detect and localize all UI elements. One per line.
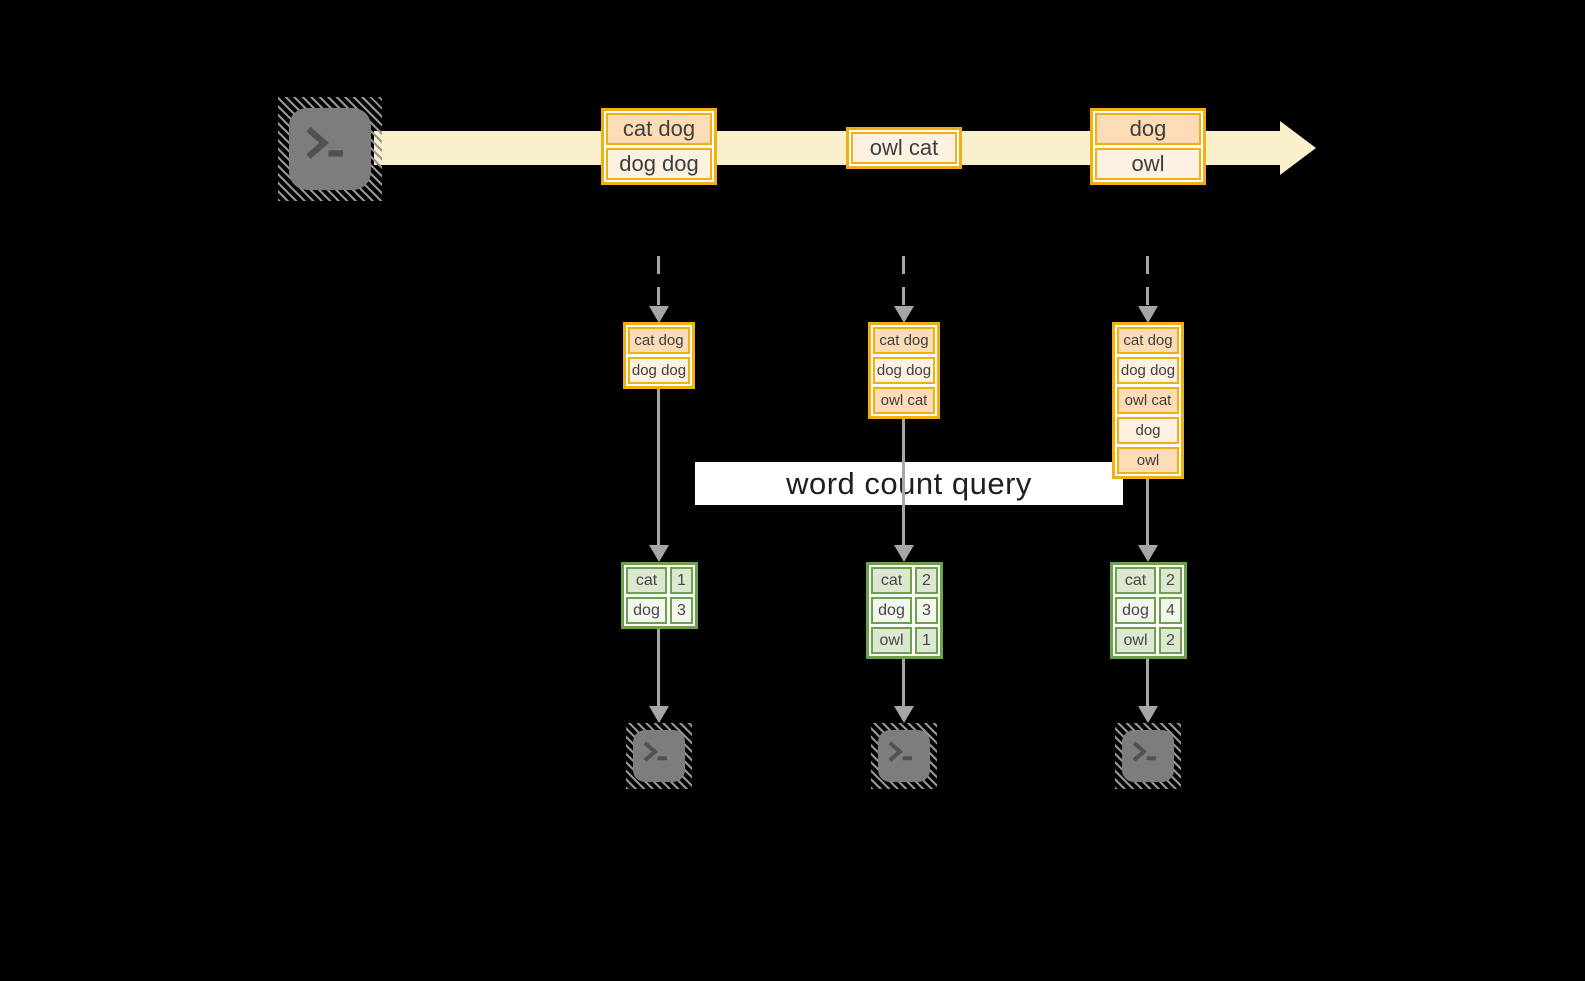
word-count-table-2: cat 2 dog 3 owl 1 [866,562,943,659]
buffer-cell: owl cat [1117,387,1179,414]
input-buffer-3: cat dog dog dog owl cat dog owl [1112,322,1184,479]
arrowhead-icon [649,545,669,562]
prompt-icon [888,741,913,763]
count-word-cell: cat [871,567,912,594]
arrowhead-icon [894,706,914,723]
input-buffer-2: cat dog dog dog owl cat [868,322,940,419]
stream-event-batch-3: dog owl [1090,108,1206,185]
terminal-icon [626,723,692,789]
buffer-cell: cat dog [1117,327,1179,354]
count-word-cell: owl [871,627,912,654]
count-word-cell: dog [626,597,667,624]
terminal-icon [1115,723,1181,789]
word-count-table-1: cat 1 dog 3 [621,562,698,629]
word-count-table-3: cat 2 dog 4 owl 2 [1110,562,1187,659]
count-value-cell: 1 [915,627,938,654]
count-value-cell: 2 [915,567,938,594]
event-cell: cat dog [606,113,712,145]
count-word-cell: owl [1115,627,1156,654]
count-value-cell: 3 [670,597,693,624]
arrowhead-icon [894,306,914,323]
arrow-line [657,389,660,545]
event-cell: dog dog [606,148,712,180]
dashed-arrow-line [902,256,905,306]
buffer-cell: dog [1117,417,1179,444]
count-word-cell: cat [626,567,667,594]
prompt-icon [306,126,343,159]
arrowhead-icon [1138,545,1158,562]
event-cell: dog [1095,113,1201,145]
count-value-cell: 3 [915,597,938,624]
arrowhead-icon [1138,706,1158,723]
terminal-body [878,730,930,782]
count-word-cell: dog [871,597,912,624]
terminal-icon [871,723,937,789]
arrow-line [1146,479,1149,545]
dashed-arrow-line [1146,256,1149,306]
arrowhead-icon [649,706,669,723]
buffer-cell: cat dog [628,327,690,354]
terminal-body [633,730,685,782]
stream-event-batch-1: cat dog dog dog [601,108,717,185]
arrowhead-icon [1138,306,1158,323]
terminal-icon [278,97,382,201]
arrow-line [1146,659,1149,706]
count-value-cell: 4 [1159,597,1182,624]
input-buffer-1: cat dog dog dog [623,322,695,389]
arrowhead-icon [894,545,914,562]
count-word-cell: dog [1115,597,1156,624]
buffer-cell: owl [1117,447,1179,474]
prompt-icon [643,741,668,763]
count-value-cell: 2 [1159,627,1182,654]
stream-event-batch-2: owl cat [846,127,962,169]
event-cell: owl [1095,148,1201,180]
count-word-cell: cat [1115,567,1156,594]
buffer-cell: owl cat [873,387,935,414]
stream-arrowhead-icon [1280,121,1316,175]
query-label: word count query [695,462,1123,505]
terminal-body [1122,730,1174,782]
terminal-body [289,108,371,190]
buffer-cell: cat dog [873,327,935,354]
prompt-icon [1132,741,1157,763]
count-value-cell: 1 [670,567,693,594]
arrow-line [902,419,905,545]
arrowhead-icon [649,306,669,323]
buffer-cell: dog dog [873,357,935,384]
arrow-line [657,629,660,706]
arrow-line [902,659,905,706]
dashed-arrow-line [657,256,660,306]
event-cell: owl cat [851,132,957,164]
count-value-cell: 2 [1159,567,1182,594]
buffer-cell: dog dog [628,357,690,384]
buffer-cell: dog dog [1117,357,1179,384]
